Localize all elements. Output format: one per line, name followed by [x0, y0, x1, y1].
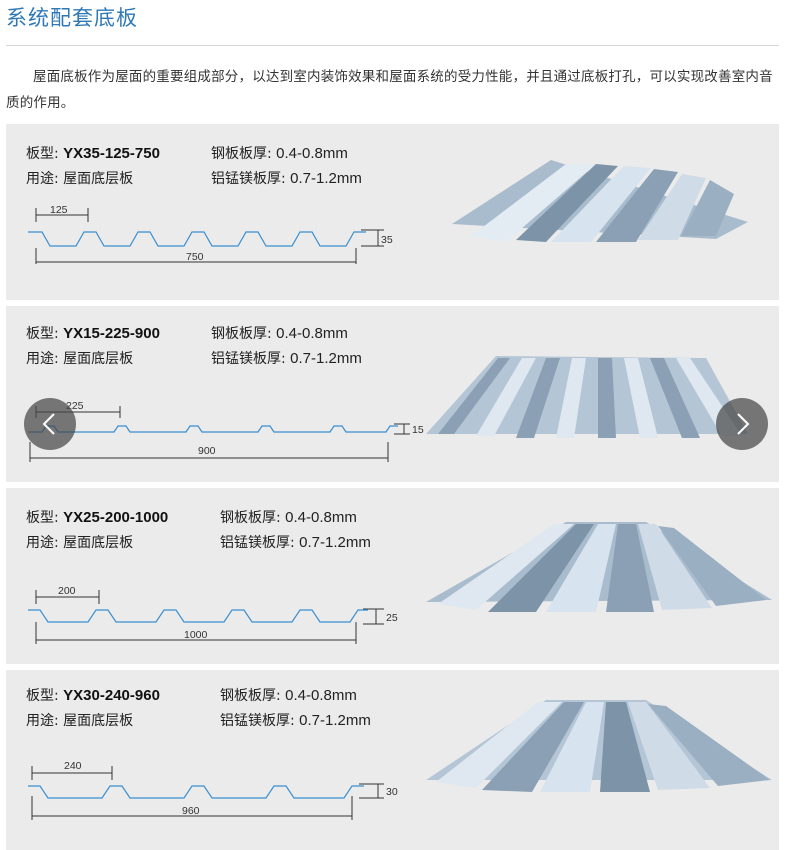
steel-value: 0.4-0.8mm	[285, 687, 357, 704]
steel-label: 钢板板厚:	[220, 688, 281, 704]
use-label: 用途:	[26, 351, 59, 367]
steel-value: 0.4-0.8mm	[285, 509, 357, 526]
use-label: 用途:	[26, 535, 59, 551]
dim-height: 15	[412, 424, 424, 436]
model-label: 板型:	[26, 510, 59, 526]
carousel-prev-button[interactable]	[24, 398, 76, 450]
chevron-right-icon	[737, 413, 750, 435]
profile-diagram: 200 1000 25	[28, 585, 398, 644]
sheet-illustration	[426, 700, 772, 792]
model-value: YX25-200-1000	[63, 509, 169, 526]
steel-thickness-row: 钢板板厚: 0.4-0.8mm	[211, 324, 348, 344]
use-value: 屋面底层板	[63, 351, 134, 367]
carousel-next-button[interactable]	[716, 398, 768, 450]
model-label: 板型:	[26, 326, 59, 342]
product-card-yx15: 板型: YX15-225-900 用途: 屋面底层板 钢板板厚: 0.4-0.8…	[6, 306, 779, 482]
use-label: 用途:	[26, 171, 59, 187]
dim-width: 960	[182, 805, 200, 817]
steel-value: 0.4-0.8mm	[276, 325, 348, 342]
model-row: 板型: YX35-125-750	[26, 144, 160, 164]
dim-width: 750	[186, 251, 204, 263]
steel-thickness-row: 钢板板厚: 0.4-0.8mm	[220, 508, 357, 528]
sheet-illustration	[426, 356, 748, 438]
model-label: 板型:	[26, 688, 59, 704]
steel-label: 钢板板厚:	[220, 510, 281, 526]
use-value: 屋面底层板	[63, 535, 134, 551]
product-card-yx35: 板型: YX35-125-750 用途: 屋面底层板 钢板板厚: 0.4-0.8…	[6, 124, 779, 300]
profile-diagram: 240 960 30	[28, 760, 398, 820]
steel-thickness-row: 钢板板厚: 0.4-0.8mm	[220, 686, 357, 706]
alumag-value: 0.7-1.2mm	[290, 170, 362, 187]
alumag-thickness-row: 铝锰镁板厚: 0.7-1.2mm	[220, 711, 371, 731]
product-card-yx25: 板型: YX25-200-1000 用途: 屋面底层板 钢板板厚: 0.4-0.…	[6, 488, 779, 664]
alumag-thickness-row: 铝锰镁板厚: 0.7-1.2mm	[211, 349, 362, 369]
use-value: 屋面底层板	[63, 713, 134, 729]
use-label: 用途:	[26, 713, 59, 729]
use-row: 用途: 屋面底层板	[26, 349, 133, 369]
model-value: YX30-240-960	[63, 687, 160, 704]
sheet-illustration	[452, 160, 748, 242]
model-value: YX15-225-900	[63, 325, 160, 342]
sheet-illustration	[426, 522, 772, 612]
product-card-yx30: 板型: YX30-240-960 用途: 屋面底层板 钢板板厚: 0.4-0.8…	[6, 670, 779, 850]
alumag-label: 铝锰镁板厚:	[220, 535, 295, 551]
model-row: 板型: YX15-225-900	[26, 324, 160, 344]
steel-label: 钢板板厚:	[211, 146, 272, 162]
dim-pitch: 240	[64, 760, 82, 772]
alumag-label: 铝锰镁板厚:	[211, 171, 286, 187]
use-row: 用途: 屋面底层板	[26, 711, 133, 731]
dim-pitch: 125	[50, 204, 68, 216]
dim-pitch: 200	[58, 585, 76, 597]
dim-height: 25	[386, 612, 398, 624]
alumag-label: 铝锰镁板厚:	[220, 713, 295, 729]
use-row: 用途: 屋面底层板	[26, 533, 133, 553]
alumag-thickness-row: 铝锰镁板厚: 0.7-1.2mm	[211, 169, 362, 189]
model-row: 板型: YX25-200-1000	[26, 508, 168, 528]
use-value: 屋面底层板	[63, 171, 134, 187]
chevron-left-icon	[42, 413, 55, 435]
alumag-value: 0.7-1.2mm	[299, 712, 371, 729]
model-row: 板型: YX30-240-960	[26, 686, 160, 706]
use-row: 用途: 屋面底层板	[26, 169, 133, 189]
alumag-label: 铝锰镁板厚:	[211, 351, 286, 367]
dim-width: 1000	[184, 629, 208, 641]
alumag-thickness-row: 铝锰镁板厚: 0.7-1.2mm	[220, 533, 371, 553]
steel-value: 0.4-0.8mm	[276, 145, 348, 162]
model-value: YX35-125-750	[63, 145, 160, 162]
intro-paragraph: 屋面底板作为屋面的重要组成部分，以达到室内装饰效果和屋面系统的受力性能，并且通过…	[6, 69, 773, 111]
title-divider	[6, 45, 779, 46]
alumag-value: 0.7-1.2mm	[299, 534, 371, 551]
steel-thickness-row: 钢板板厚: 0.4-0.8mm	[211, 144, 348, 164]
dim-width: 900	[198, 445, 216, 457]
model-label: 板型:	[26, 146, 59, 162]
alumag-value: 0.7-1.2mm	[290, 350, 362, 367]
dim-height: 35	[381, 234, 393, 246]
steel-label: 钢板板厚:	[211, 326, 272, 342]
page-title: 系统配套底板	[6, 6, 138, 30]
profile-diagram: 125 750 35	[28, 204, 393, 264]
dim-height: 30	[386, 786, 398, 798]
